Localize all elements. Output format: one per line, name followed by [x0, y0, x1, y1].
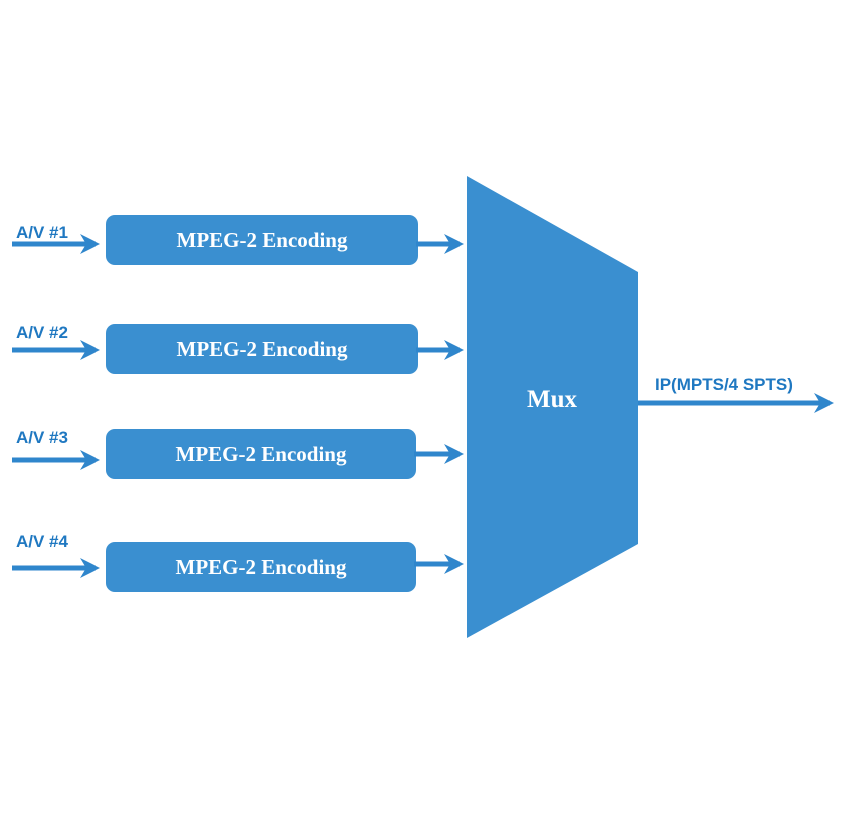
encoder-label-3: MPEG-2 Encoding: [176, 442, 347, 466]
input-label-3: A/V #3: [16, 428, 68, 447]
input-label-2: A/V #2: [16, 323, 68, 342]
encoder-label-2: MPEG-2 Encoding: [177, 337, 348, 361]
encoder-block-1: [106, 215, 418, 265]
input-label-1: A/V #1: [16, 223, 68, 242]
input-row-2: A/V #2 MPEG-2 Encoding: [12, 323, 464, 374]
input-row-1: A/V #1 MPEG-2 Encoding: [12, 215, 464, 265]
output-label: IP(MPTS/4 SPTS): [655, 375, 793, 394]
mux-label: Mux: [527, 386, 578, 413]
encoder-block-2: [106, 324, 418, 374]
mux-block: [467, 176, 638, 638]
mux: Mux: [467, 176, 638, 638]
encoder-label-1: MPEG-2 Encoding: [177, 228, 348, 252]
input-row-4: A/V #4 MPEG-2 Encoding: [12, 532, 464, 592]
output: IP(MPTS/4 SPTS): [638, 375, 834, 413]
input-row-3: A/V #3 MPEG-2 Encoding: [12, 428, 464, 479]
input-label-4: A/V #4: [16, 532, 69, 551]
encoder-block-3: [106, 429, 416, 479]
encoder-block-4: [106, 542, 416, 592]
encoder-label-4: MPEG-2 Encoding: [176, 555, 347, 579]
